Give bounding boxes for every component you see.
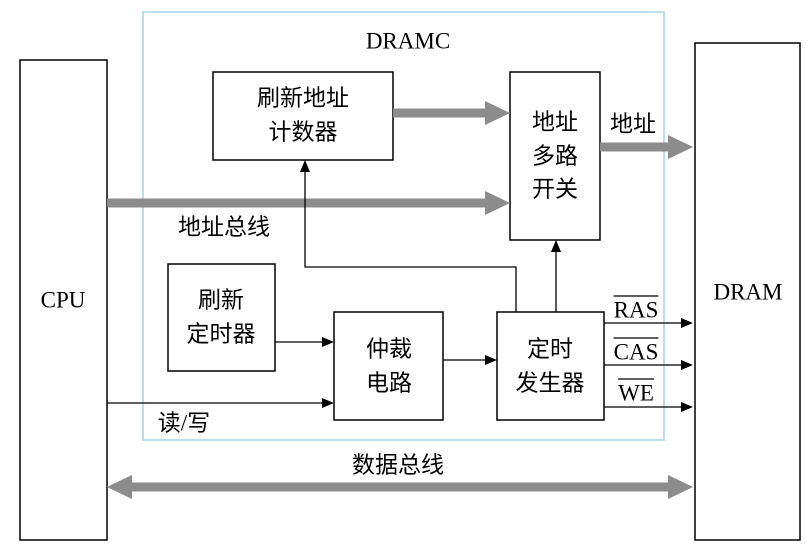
dram-label: DRAM — [713, 280, 782, 305]
refresh-timer-line: 定时器 — [187, 322, 256, 347]
counter-to-mux-arrow — [393, 101, 510, 125]
cpu-box — [19, 59, 108, 541]
dram-box — [694, 42, 801, 541]
refresh-address-counter-line: 计数器 — [269, 120, 338, 145]
refresh-timer-line: 刷新 — [198, 288, 244, 313]
dramc-title: DRAMC — [366, 29, 450, 54]
arbiter-line: 电路 — [366, 371, 412, 396]
we-arrow — [604, 402, 693, 412]
address-multiplexer-box — [509, 71, 601, 241]
timing-generator-line: 定时 — [527, 337, 573, 362]
data-bus-label: 数据总线 — [352, 453, 444, 478]
we-label: WE — [618, 381, 654, 406]
refresh-timer-box — [167, 263, 276, 372]
data-bus-arrow — [107, 475, 693, 499]
arbiter-box — [333, 311, 444, 421]
cpu-label: CPU — [41, 288, 86, 313]
address-out-label: 地址 — [610, 112, 656, 137]
timing-to-mux-arrow — [551, 240, 561, 312]
arbiter-to-timing-arrow — [443, 355, 497, 365]
address-multiplexer-line: 多路 — [532, 144, 578, 169]
read-write-arrow — [107, 398, 334, 408]
ras-label: RAS — [614, 298, 659, 323]
timing-generator-box — [496, 311, 605, 421]
cas-label: CAS — [614, 340, 659, 365]
refresh-address-counter-line: 刷新地址 — [257, 86, 349, 111]
address-multiplexer-line: 地址 — [532, 110, 578, 135]
ras-arrow — [604, 318, 693, 328]
timing-generator-line: 发生器 — [516, 371, 585, 396]
cas-arrow — [604, 360, 693, 370]
dramc-boundary — [142, 11, 665, 441]
address-multiplexer-line: 开关 — [532, 177, 578, 202]
arbiter-line: 仲裁 — [366, 337, 412, 362]
mux-to-dram-address-arrow — [600, 135, 693, 159]
timing-to-counter-arrow — [300, 160, 517, 312]
refresh-timer-to-arbiter-arrow — [275, 337, 334, 347]
read-write-label: 读/写 — [158, 411, 210, 436]
address-bus-arrow — [107, 191, 510, 215]
address-bus-label: 地址总线 — [178, 215, 270, 240]
